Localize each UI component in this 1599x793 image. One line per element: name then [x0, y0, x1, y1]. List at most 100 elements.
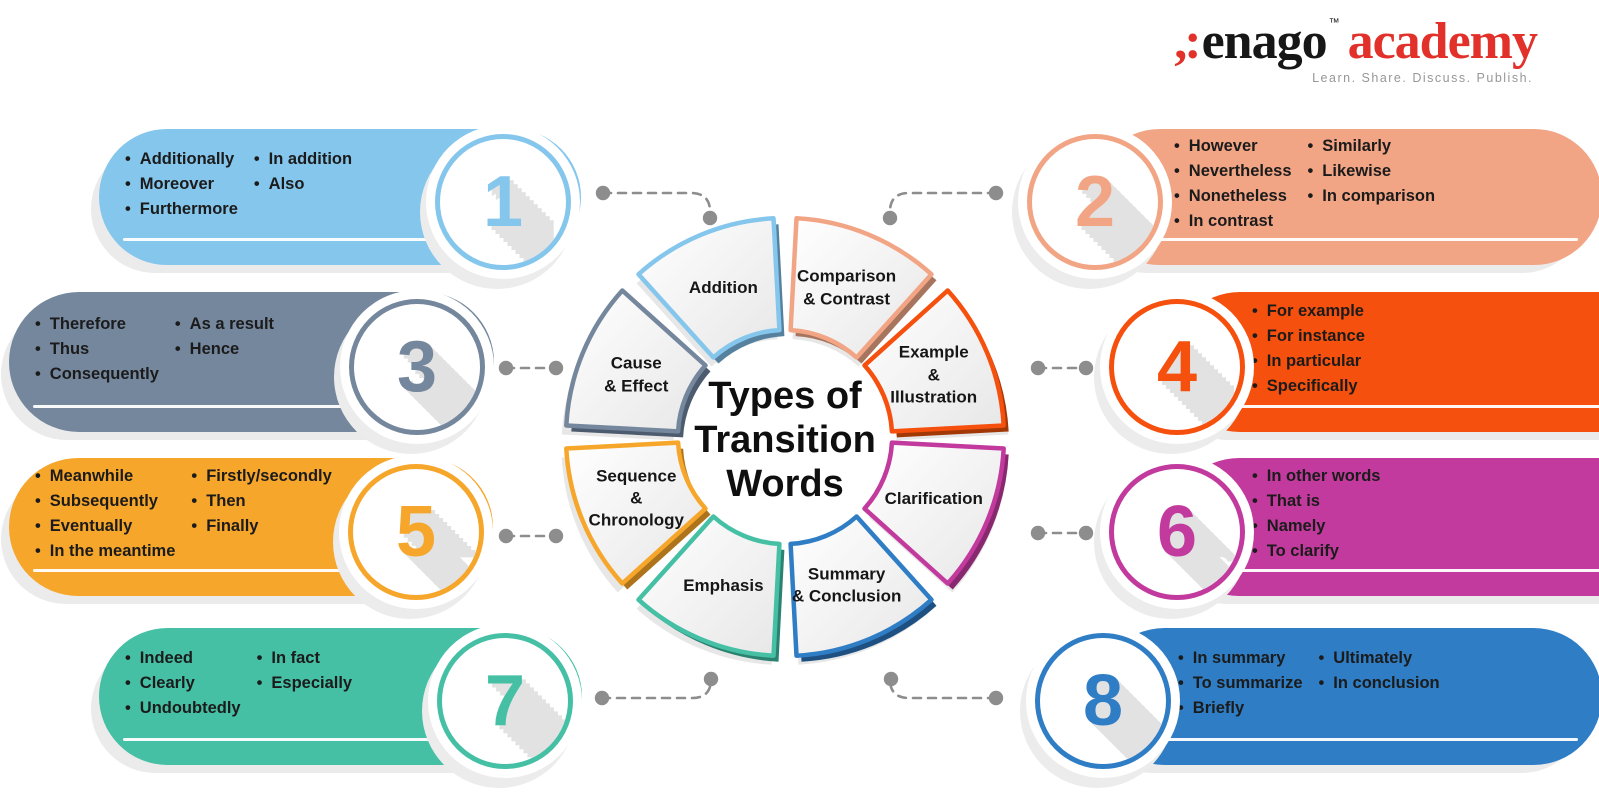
transition-word: For instance — [1252, 324, 1365, 349]
transition-word: Ultimately — [1319, 646, 1440, 671]
transition-word: Nonetheless — [1174, 184, 1292, 209]
word-columns: In summaryTo summarizeBrieflyUltimatelyI… — [1178, 646, 1440, 747]
transition-word: Specifically — [1252, 374, 1365, 399]
word-column: SimilarlyLikewiseIn comparison — [1308, 134, 1436, 234]
transition-word: Subsequently — [35, 489, 175, 514]
connector-dot — [988, 185, 1004, 201]
connector-dot — [1030, 525, 1046, 541]
transition-word: Therefore — [35, 312, 159, 337]
wheel-segment-label-line: & Conclusion — [791, 586, 902, 606]
word-column: In other wordsThat isNamelyTo clarify — [1252, 464, 1381, 564]
transition-word: Namely — [1252, 514, 1380, 539]
pill-number: 3 — [396, 327, 438, 407]
wheel-svg — [561, 216, 1009, 665]
word-columns: ThereforeThusConsequentlyAs a resultHenc… — [35, 312, 274, 413]
wheel-segment-addition — [636, 216, 782, 360]
word-column: In summaryTo summarizeBriefly — [1178, 646, 1303, 721]
connector-5 — [498, 528, 564, 544]
transition-word: Moreover — [125, 172, 238, 197]
number-badge-7: 7 — [437, 633, 573, 769]
wheel-segment-label-line: & — [927, 365, 940, 385]
transition-word: Firstly/secondly — [191, 464, 332, 489]
word-column: In additionAlso — [254, 147, 352, 222]
transition-word: Thus — [35, 337, 159, 362]
word-columns: In other wordsThat isNamelyTo clarify — [1252, 464, 1381, 590]
number-badge-5: 5 — [348, 464, 484, 600]
transition-word: In particular — [1252, 349, 1365, 374]
word-column: As a resultHence — [175, 312, 274, 387]
connector-dot — [595, 185, 611, 201]
word-columns: IndeedClearlyUndoubtedlyIn factEspeciall… — [125, 646, 352, 747]
wheel-segment-comparison-contrast — [788, 216, 934, 360]
connector-dot — [703, 671, 719, 687]
wheel-center-title: Types of Transition Words — [694, 374, 876, 506]
transition-word: In summary — [1178, 646, 1303, 671]
wheel-segment-cause-effect — [564, 288, 708, 434]
transition-word: Finally — [191, 514, 331, 539]
number-badge-6: 6 — [1109, 464, 1245, 600]
wheel-segment-label-line: Clarification — [884, 488, 983, 508]
wheel-segment-label-sequence-chronology: Sequence&Chronology — [589, 465, 684, 532]
wheel-segment-label-clarification: Clarification — [885, 487, 983, 509]
transition-word: Briefly — [1178, 696, 1303, 721]
word-column: HoweverNeverthelessNonethelessIn contras… — [1174, 134, 1292, 234]
transition-word: For example — [1252, 299, 1365, 324]
word-columns: For exampleFor instanceIn particularSpec… — [1252, 299, 1365, 425]
wheel-segment-label-emphasis: Emphasis — [683, 575, 763, 597]
transition-word: Furthermore — [125, 197, 238, 222]
wheel-segment-sequence-chronology — [564, 440, 708, 586]
connector-dot — [594, 690, 610, 706]
transition-word: Indeed — [125, 646, 241, 671]
transition-word: Undoubtedly — [125, 696, 241, 721]
transition-word: Likewise — [1308, 159, 1436, 184]
transition-word: In conclusion — [1319, 671, 1439, 696]
wheel-segment-label-line: Illustration — [890, 387, 978, 407]
connector-dot — [498, 528, 514, 544]
transition-word: Hence — [175, 337, 274, 362]
word-column: Firstly/secondlyThenFinally — [191, 464, 332, 564]
wheel-segment-clarification — [862, 440, 1006, 586]
pill-body: In summaryTo summarizeBrieflyUltimatelyI… — [1096, 628, 1599, 765]
number-badge-4: 4 — [1109, 299, 1245, 435]
word-column: ThereforeThusConsequently — [35, 312, 159, 387]
logo-academy-text: academy — [1347, 13, 1538, 70]
transition-word: To summarize — [1178, 671, 1303, 696]
connector-3 — [498, 360, 564, 376]
connector-dot — [883, 671, 899, 687]
wheel-segment-label-line: Summary — [807, 564, 886, 584]
transition-word: Especially — [257, 671, 352, 696]
wheel-segment-label-line: & — [630, 488, 643, 508]
pill-number: 1 — [482, 162, 524, 242]
logo-tagline: Learn. Share. Discuss. Publish. — [1312, 71, 1533, 85]
connector-6 — [1030, 525, 1094, 541]
connector-dashed-line — [600, 679, 713, 700]
word-column: MeanwhileSubsequentlyEventuallyIn the me… — [35, 464, 176, 564]
wheel-title-line: Transition — [694, 418, 876, 461]
pill-number: 4 — [1156, 327, 1198, 407]
wheel-segment-label-line: Chronology — [588, 510, 684, 530]
wheel-segment-label-comparison-contrast: Comparison& Contrast — [797, 266, 896, 311]
wheel-title-line: Words — [726, 463, 844, 506]
pill-body: HoweverNeverthelessNonethelessIn contras… — [1092, 129, 1599, 265]
word-column: IndeedClearlyUndoubtedly — [125, 646, 241, 721]
transition-word: That is — [1252, 489, 1380, 514]
wheel-segment-label-line: Emphasis — [683, 575, 764, 595]
pill-number: 7 — [484, 661, 526, 741]
transition-word: Eventually — [35, 514, 175, 539]
word-column: In factEspecially — [257, 646, 352, 721]
number-badge-2: 2 — [1027, 134, 1163, 270]
wheel-segment-label-line: & Contrast — [803, 289, 891, 309]
transition-word: Meanwhile — [35, 464, 175, 489]
logo-enago-text: enago — [1201, 13, 1328, 70]
transition-word: In the meantime — [35, 539, 176, 564]
transition-word: As a result — [175, 312, 274, 337]
pill-number: 5 — [395, 492, 437, 572]
number-badge-3: 3 — [349, 299, 485, 435]
word-columns: AdditionallyMoreoverFurthermoreIn additi… — [125, 147, 352, 248]
word-column: UltimatelyIn conclusion — [1319, 646, 1440, 721]
transition-word: Nevertheless — [1174, 159, 1292, 184]
transition-word: Consequently — [35, 362, 159, 387]
transition-word: However — [1174, 134, 1292, 159]
